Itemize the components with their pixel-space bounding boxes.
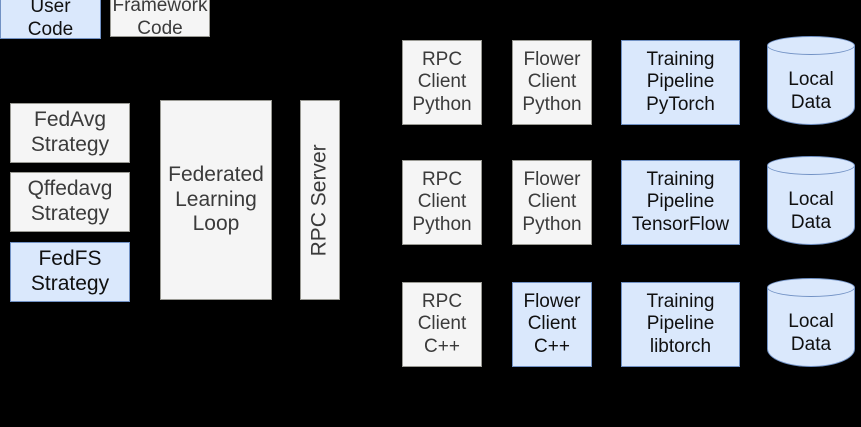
cylinder-top-ellipse <box>767 36 855 55</box>
local-data-cylinder-row1: Local Data <box>767 36 855 125</box>
legend-framework-code: Framework Code <box>110 0 210 39</box>
cylinder-body <box>767 165 855 245</box>
local-data-cylinder-row2: Local Data <box>767 156 855 245</box>
strategy-box-fedfs: FedFS Strategy <box>10 242 130 302</box>
flower-client-box-row3: Flower Client C++ <box>512 282 592 367</box>
rpc-client-box-row1: RPC Client Python <box>402 40 482 125</box>
rpc-client-box-row2: RPC Client Python <box>402 160 482 245</box>
strategy-box-fedavg: FedAvg Strategy <box>10 103 130 163</box>
training-pipeline-box-row2: Training Pipeline TensorFlow <box>621 160 740 245</box>
local-data-label-row1: Local Data <box>788 69 834 113</box>
cylinder-body <box>767 45 855 125</box>
cylinder-top-ellipse <box>767 156 855 175</box>
flower-client-box-row2: Flower Client Python <box>512 160 592 245</box>
cylinder-top-ellipse <box>767 278 855 297</box>
rpc-server-label: RPC Server <box>307 143 331 257</box>
training-pipeline-box-row3: Training Pipeline libtorch <box>621 282 740 367</box>
rpc-client-box-row3: RPC Client C++ <box>402 282 482 367</box>
flower-client-box-row1: Flower Client Python <box>512 40 592 125</box>
local-data-cylinder-row3: Local Data <box>767 278 855 367</box>
local-data-label-row2: Local Data <box>788 189 834 233</box>
strategy-box-qffedavg: Qffedavg Strategy <box>10 172 130 232</box>
rpc-server-box: RPC Server <box>300 100 340 300</box>
cylinder-body <box>767 287 855 367</box>
legend-user-code: User Code <box>0 0 101 40</box>
training-pipeline-box-row1: Training Pipeline PyTorch <box>621 40 740 125</box>
local-data-label-row3: Local Data <box>788 311 834 355</box>
federated-learning-loop-box: Federated Learning Loop <box>160 100 272 300</box>
